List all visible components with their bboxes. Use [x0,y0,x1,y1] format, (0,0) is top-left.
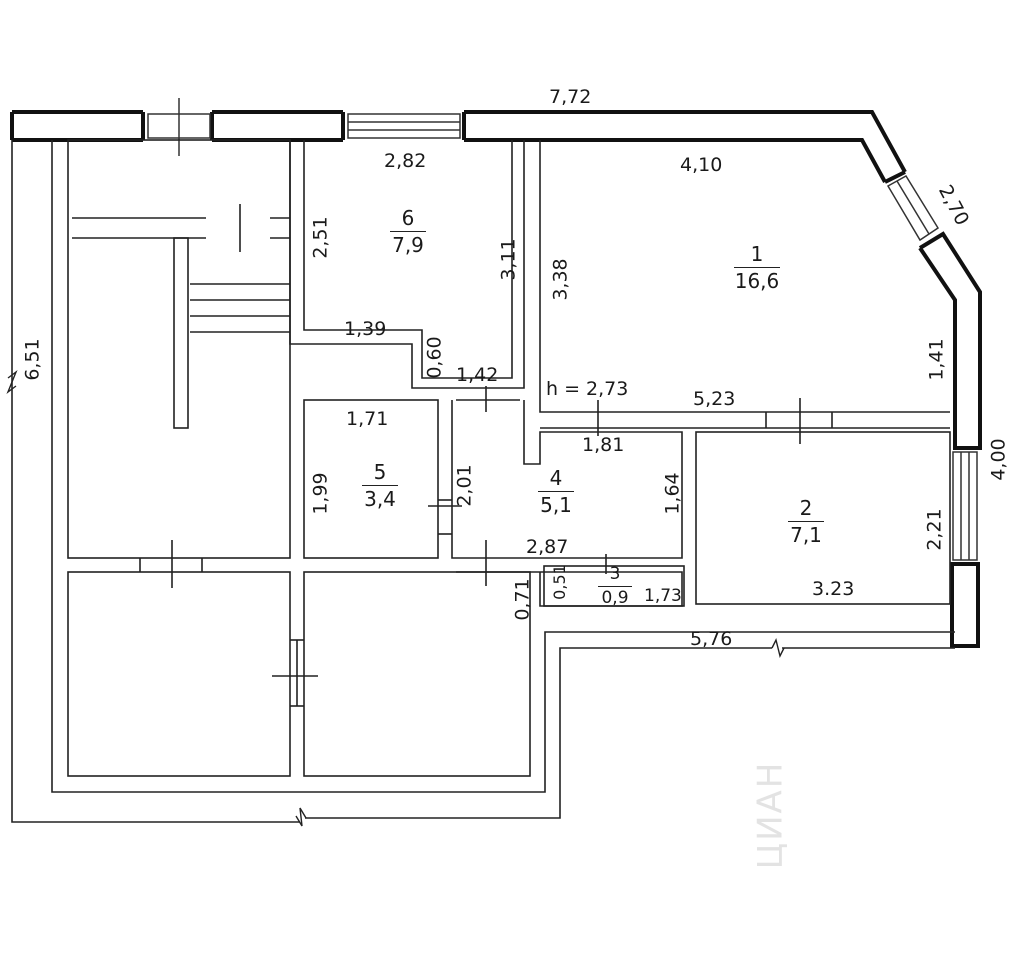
building-outline [11,140,955,823]
dim-corridor-bottom: 2,87 [526,536,569,558]
dim-corridor-step-height: 0,60 [423,336,446,379]
dim-left-wall: 6,51 [21,338,44,381]
room-4-label: 4 5,1 [538,468,574,515]
dim-room5-height: 1,99 [309,472,332,515]
room-2-number: 2 [788,498,824,522]
dim-room4-width: 1,81 [582,434,625,456]
dim-room1-height: 3,38 [549,258,572,301]
dim-room3-height: 0,51 [549,564,569,600]
dim-ceiling-height: h = 2,73 [546,378,629,400]
room-6-area: 7,9 [392,233,424,257]
dim-top-wall: 7,72 [549,86,592,108]
windows [147,98,978,561]
dim-room1-bottom: 5,23 [693,388,736,410]
dim-bay-side: 1,41 [925,338,948,381]
room-3-label: 3 0,9 [598,566,632,607]
dim-corridor-step-lower: 0,71 [511,578,534,621]
dim-room6-height: 2,51 [309,216,332,259]
dim-room4-left-height: 2,01 [453,464,476,507]
dimension-breaks [6,369,785,827]
dim-room1-width: 4,10 [680,154,723,176]
dim-room3-width: 1,73 [644,586,682,606]
room-6-label: 6 7,9 [390,208,426,255]
dim-corridor-step-width: 1,39 [344,318,387,340]
dim-bottom-wall: 5,76 [690,628,733,650]
room-1-number: 1 [734,244,780,268]
room-5-label: 5 3,4 [362,462,398,509]
room-4-number: 4 [538,468,574,492]
room-5-number: 5 [362,462,398,486]
room-5-area: 3,4 [364,487,396,511]
dim-room2-width: 3.23 [812,578,855,600]
room-4-area: 5,1 [540,493,572,517]
dim-room2-window-height: 2,21 [923,508,946,551]
dim-room6-inner: 3,11 [497,238,520,281]
watermark-text: ЦИАН [750,760,791,870]
dim-room5-width: 1,71 [346,408,389,430]
interior-walls [67,139,951,777]
room-3-number: 3 [598,566,632,587]
room-6-number: 6 [390,208,426,232]
room-3-area: 0,9 [601,588,629,608]
dim-corridor-top: 1,42 [456,364,499,386]
room-1-label: 1 16,6 [734,244,780,291]
dim-right-wall: 4,00 [987,438,1010,481]
room-2-area: 7,1 [790,523,822,547]
room-1-area: 16,6 [734,269,780,293]
dim-room6-width: 2,82 [384,150,427,172]
room-2-label: 2 7,1 [788,498,824,545]
dim-room4-right-height: 1,64 [661,472,684,515]
